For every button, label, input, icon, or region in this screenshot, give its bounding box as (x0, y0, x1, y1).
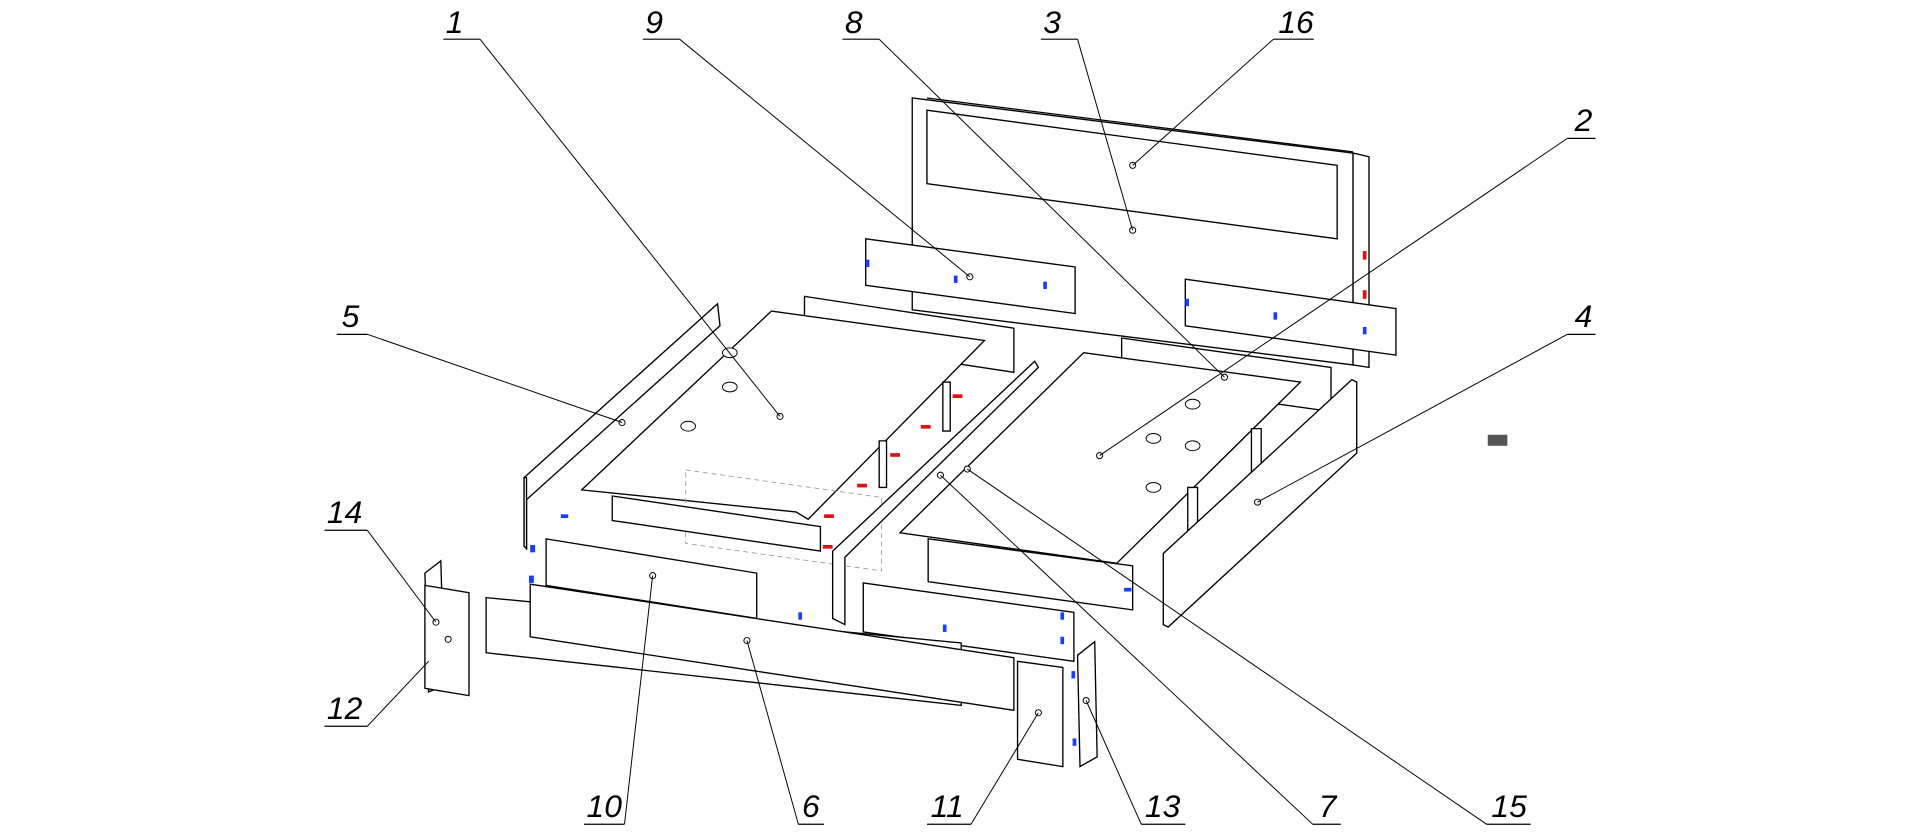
callout-7: 7 (940, 474, 1341, 825)
callout-label: 1 (446, 4, 464, 40)
callout-2: 2 (1099, 102, 1596, 456)
callout-3: 3 (1040, 4, 1134, 231)
callout-label: 15 (1491, 788, 1527, 824)
callout-label: 9 (645, 4, 663, 40)
callout-label: 5 (342, 298, 360, 334)
callout-label: 14 (327, 494, 362, 530)
callout-8: 8 (842, 4, 1225, 378)
callout-5: 5 (336, 298, 623, 423)
callout-label: 2 (1574, 102, 1593, 138)
callout-4: 4 (1257, 298, 1596, 503)
panel-right-head (1184, 278, 1397, 356)
hardware-pack (1487, 434, 1508, 446)
center-rail (831, 360, 1040, 626)
callout-label: 6 (802, 788, 820, 824)
callout-label: 4 (1575, 298, 1593, 334)
callout-label: 11 (931, 788, 964, 824)
callout-label: 12 (327, 690, 363, 726)
callout-12: 12 (324, 660, 429, 727)
callout-6: 6 (746, 640, 825, 825)
callout-label: 13 (1145, 788, 1181, 824)
callout-9: 9 (642, 4, 971, 278)
callout-1: 1 (443, 4, 781, 417)
callout-16: 16 (1132, 4, 1314, 166)
front-inner-right (862, 582, 1075, 663)
callout-11: 11 (926, 712, 1039, 825)
fasteners (528, 251, 1367, 746)
callout-13: 13 (1085, 700, 1186, 825)
callout-label: 3 (1043, 4, 1061, 40)
callout-10: 10 (584, 575, 654, 825)
callout-label: 10 (587, 788, 623, 824)
callout-14: 14 (324, 494, 437, 623)
callout-label: 7 (1319, 788, 1338, 824)
callout-label: 16 (1278, 4, 1314, 40)
callout-label: 8 (845, 4, 863, 40)
callout-15: 15 (967, 468, 1531, 825)
